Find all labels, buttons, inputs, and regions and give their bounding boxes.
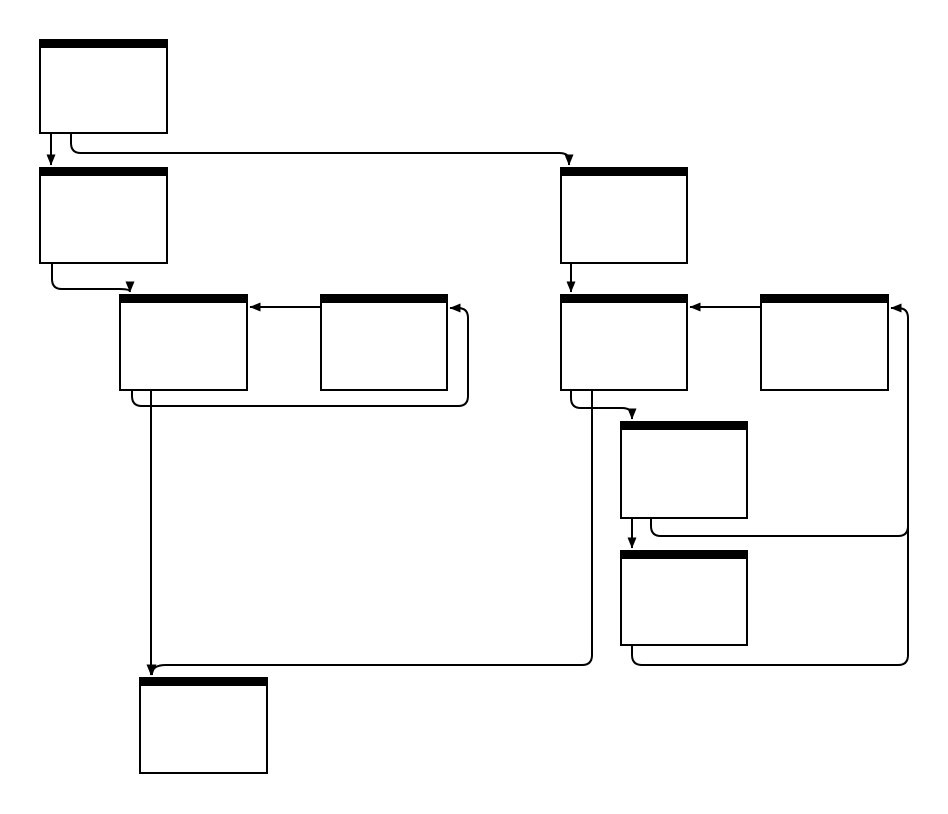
box-5 [560,167,688,264]
box-7 [760,294,889,391]
box-4-body [320,294,448,391]
edge-6-10 [147,390,593,676]
box-7-titlebar [760,294,889,303]
nodes-layer [39,39,889,774]
box-3-body [119,294,248,391]
box-9-body [620,550,748,646]
edge-6-8 [570,390,637,420]
box-4 [320,294,448,391]
box-2-body [39,167,168,264]
box-5-titlebar [560,167,688,176]
box-3-titlebar [119,294,248,303]
box-10-body [139,677,268,774]
edge-9-7 [631,303,909,666]
box-7-body [760,294,889,391]
box-2 [39,167,168,264]
box-10-titlebar [139,677,268,686]
box-8-body [620,421,748,519]
box-5-body [560,167,688,264]
edge-8-7 [650,518,909,537]
box-9 [620,550,748,646]
box-8 [620,421,748,519]
edge-2-3 [51,263,135,293]
box-1-titlebar [39,39,168,48]
box-1 [39,39,168,134]
edge-1-5 [70,133,574,166]
box-10 [139,677,268,774]
edge-3-4 [131,303,469,407]
box-1-body [39,39,168,134]
box-3 [119,294,248,391]
edges-layer [46,133,909,676]
box-6-body [560,294,688,391]
box-4-titlebar [320,294,448,303]
box-6-titlebar [560,294,688,303]
box-6 [560,294,688,391]
box-9-titlebar [620,550,748,559]
box-2-titlebar [39,167,168,176]
box-8-titlebar [620,421,748,430]
